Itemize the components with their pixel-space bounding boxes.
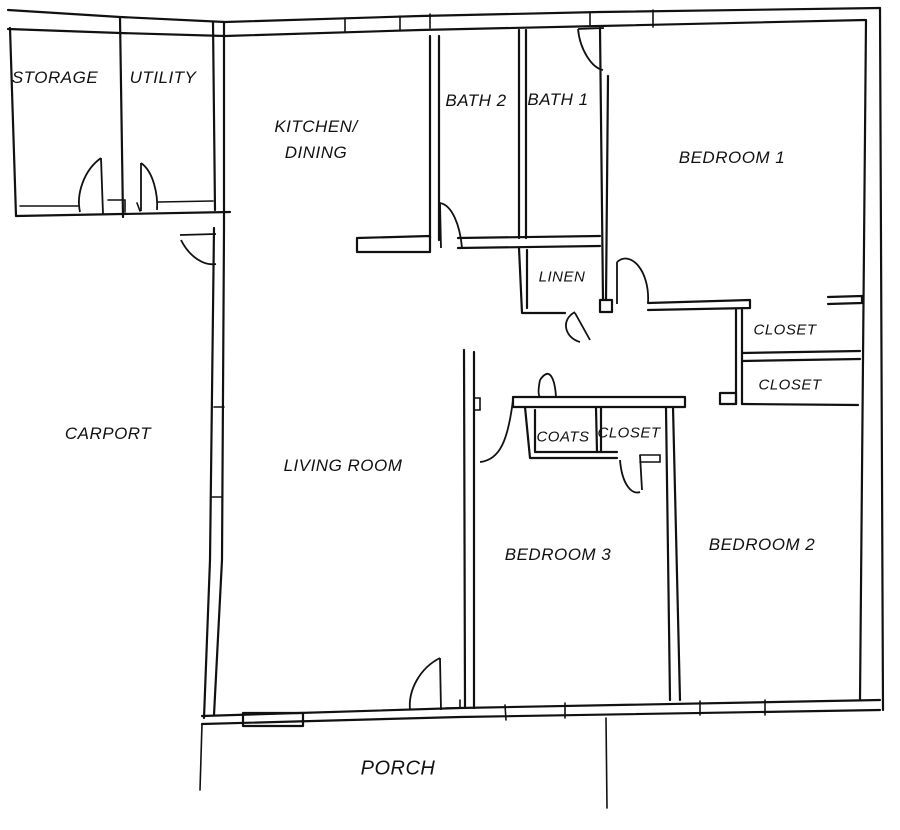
top-wall-inner: [6, 18, 867, 38]
room-label-bath-2: Bath 2: [445, 91, 507, 110]
east-wall: [858, 6, 885, 712]
room-label-utility: Utility: [129, 68, 197, 87]
bath1-door: [577, 27, 605, 71]
bath2-door: [439, 202, 463, 249]
room-label-bedroom-2: Bedroom 2: [708, 535, 816, 554]
storage-left-wall: [8, 26, 18, 218]
room-label-closet-lower: Closet: [758, 376, 822, 394]
room-label-bath-1: Bath 1: [527, 90, 589, 109]
closet-door: [619, 454, 643, 494]
carport-door: [179, 233, 217, 266]
linen-door: [565, 311, 591, 343]
bedroom1-door: [616, 257, 649, 304]
room-label-carport: Carport: [64, 424, 152, 443]
room-label-linen: Linen: [538, 268, 586, 286]
porch-left-edge: [199, 723, 203, 791]
room-label-closet-upper: Closet: [753, 321, 817, 339]
coats-door: [537, 373, 557, 398]
room-label-bedroom-1: Bedroom 1: [678, 148, 786, 167]
room-label-closet-bedroom3: Closet: [597, 424, 661, 442]
room-label-kitchen-dining: Kitchen/ Dining: [274, 117, 358, 162]
top-wall-outer: [6, 6, 882, 24]
room-label-porch: Porch: [360, 757, 436, 780]
storage-door: [78, 157, 104, 215]
room-label-coats: Coats: [536, 428, 590, 446]
utility-door: [140, 162, 159, 211]
room-label-living-room: Living Room: [283, 456, 403, 475]
bedroom3-door: [479, 399, 514, 463]
front-door: [408, 657, 442, 711]
room-label-storage: Storage: [11, 68, 99, 87]
porch-divider: [605, 717, 608, 809]
room-label-bedroom-3: Bedroom 3: [504, 545, 612, 564]
